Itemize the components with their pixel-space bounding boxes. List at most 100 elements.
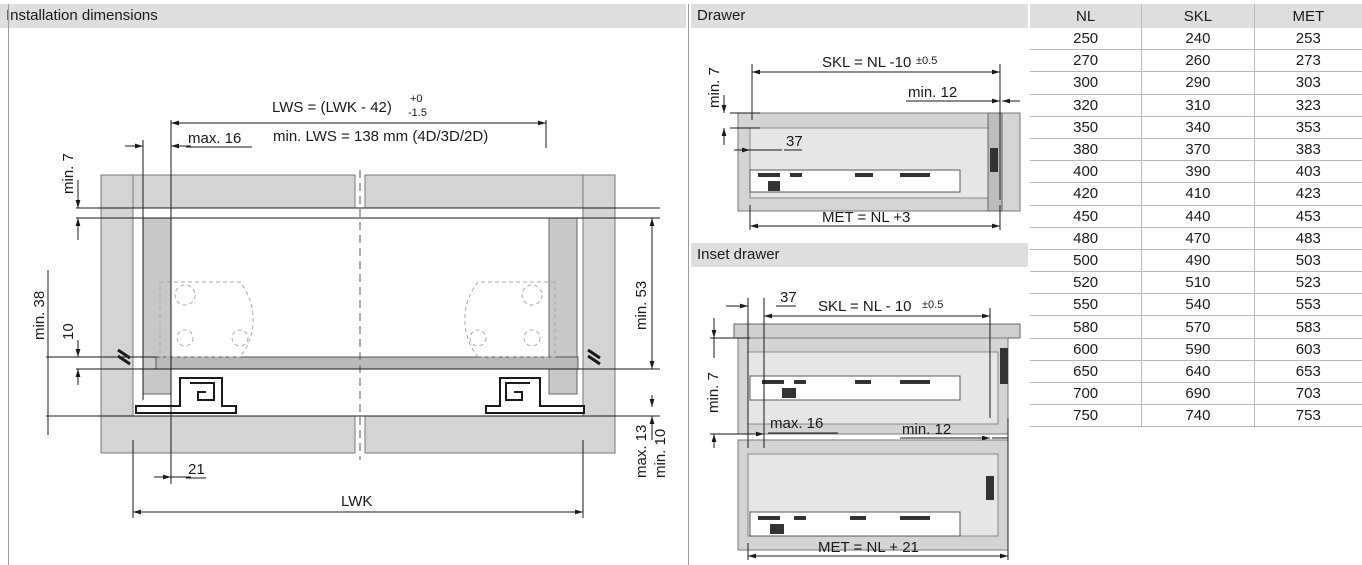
lws-tolerance-lower: -1.5	[408, 107, 427, 119]
cell-nl: 700	[1030, 382, 1142, 406]
inset-skl-tolerance: ±0.5	[922, 299, 943, 311]
lws-tolerance-upper: +0	[410, 93, 423, 105]
cell-met: 753	[1253, 404, 1362, 428]
cell-nl: 420	[1030, 182, 1142, 206]
header-met: MET	[1253, 4, 1362, 28]
lws-formula: LWS = (LWK - 42)	[272, 99, 392, 116]
inset-drawer-header: Inset drawer	[691, 243, 1028, 267]
inset-min7-label: min. 7	[705, 372, 722, 413]
cell-skl: 540	[1141, 293, 1255, 317]
min38-label: min. 38	[31, 291, 48, 340]
cell-nl: 550	[1030, 293, 1142, 317]
installation-dimensions-header: Installation dimensions	[0, 4, 686, 28]
cell-met: 483	[1253, 227, 1362, 250]
inset-min12-label: min. 12	[902, 421, 951, 438]
lwk-label: LWK	[341, 493, 372, 510]
min-lws-label: min. LWS = 138 mm (4D/3D/2D)	[273, 128, 488, 145]
cell-nl: 270	[1030, 49, 1142, 73]
ten-label: 10	[60, 323, 77, 340]
header-nl: NL	[1030, 4, 1142, 28]
drawer-dim37-label: 37	[786, 133, 803, 150]
header-skl: SKL	[1141, 4, 1255, 28]
cell-met: 583	[1253, 315, 1362, 339]
cell-nl: 480	[1030, 227, 1142, 250]
cell-nl: 400	[1030, 160, 1142, 184]
cell-met: 403	[1253, 160, 1362, 184]
cell-met: 253	[1253, 28, 1362, 51]
inset-dim37-label: 37	[780, 289, 797, 306]
drawer-skl-tolerance: ±0.5	[916, 55, 937, 67]
inset-max16-label: max. 16	[770, 415, 823, 432]
cell-skl: 260	[1141, 49, 1255, 73]
cell-met: 553	[1253, 293, 1362, 317]
panel-divider	[688, 4, 689, 565]
max16-label: max. 16	[188, 130, 241, 147]
cell-met: 303	[1253, 71, 1362, 95]
max13-label: max. 13	[633, 425, 650, 478]
dim21-label: 21	[188, 461, 205, 478]
cell-nl: 250	[1030, 28, 1142, 51]
cell-nl: 320	[1030, 94, 1142, 117]
drawer-met-formula: MET = NL +3	[822, 209, 910, 226]
inset-skl-formula: SKL = NL - 10	[818, 298, 912, 315]
cell-skl: 390	[1141, 160, 1255, 184]
cell-met: 423	[1253, 182, 1362, 206]
inset-drawer-drawing: 37 SKL = NL - 10 ±0.5 min. 7 max. 16 min…	[705, 289, 1021, 560]
cell-nl: 380	[1030, 138, 1142, 162]
left-border	[8, 4, 9, 565]
drawer-header: Drawer	[691, 4, 1028, 28]
cell-met: 523	[1253, 271, 1362, 295]
cell-nl: 650	[1030, 360, 1142, 384]
cell-skl: 510	[1141, 271, 1255, 295]
min10-label: min. 10	[652, 429, 669, 478]
cell-skl: 290	[1141, 71, 1255, 95]
cell-skl: 590	[1141, 338, 1255, 361]
cell-met: 503	[1253, 249, 1362, 273]
cell-nl: 520	[1030, 271, 1142, 295]
cell-nl: 450	[1030, 205, 1142, 228]
table-header-row: NL SKL MET	[1030, 4, 1362, 28]
cell-skl: 310	[1141, 94, 1255, 117]
cell-nl: 600	[1030, 338, 1142, 361]
cell-skl: 470	[1141, 227, 1255, 250]
cell-met: 453	[1253, 205, 1362, 228]
cell-met: 353	[1253, 116, 1362, 139]
cell-nl: 750	[1030, 404, 1142, 428]
cell-skl: 240	[1141, 28, 1255, 51]
cell-met: 653	[1253, 360, 1362, 384]
cell-skl: 370	[1141, 138, 1255, 162]
drawer-min7-label: min. 7	[706, 67, 723, 108]
cell-met: 383	[1253, 138, 1362, 162]
cell-met: 273	[1253, 49, 1362, 73]
cell-met: 323	[1253, 94, 1362, 117]
installation-dimensions-drawing: LWS = (LWK - 42) +0 -1.5 min. LWS = 138 …	[31, 93, 669, 518]
drawer-skl-formula: SKL = NL -10	[822, 54, 911, 71]
cell-skl: 410	[1141, 182, 1255, 206]
drawer-drawing: SKL = NL -10 ±0.5 min. 7 min. 12 37 MET …	[706, 54, 1021, 230]
cell-nl: 350	[1030, 116, 1142, 139]
cell-skl: 740	[1141, 404, 1255, 428]
drawer-min12-label: min. 12	[908, 84, 957, 101]
cell-skl: 570	[1141, 315, 1255, 339]
min7-label: min. 7	[60, 153, 77, 194]
cell-met: 603	[1253, 338, 1362, 361]
cell-met: 703	[1253, 382, 1362, 406]
